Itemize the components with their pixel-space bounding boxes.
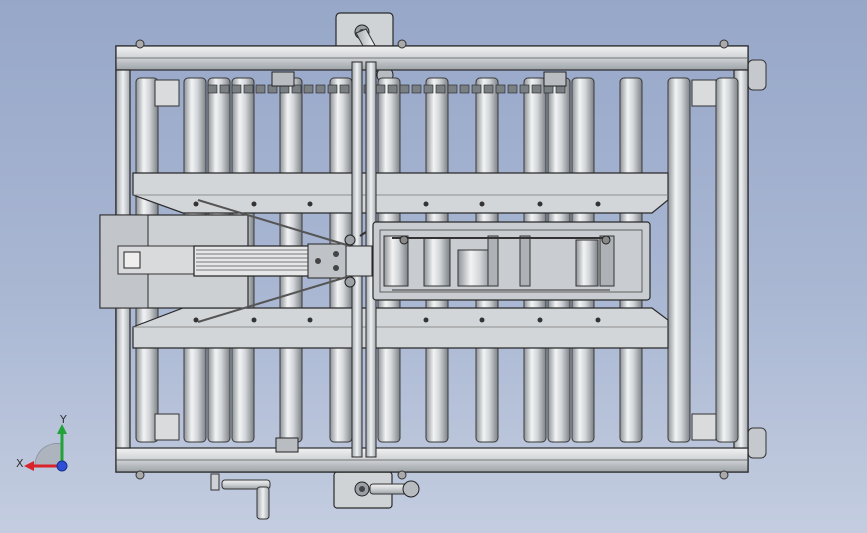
chain-link <box>375 84 386 94</box>
rail-bolt <box>595 317 601 323</box>
rail-bolt <box>537 201 543 207</box>
chain-link <box>447 84 458 94</box>
chain-link <box>387 84 398 94</box>
guide-rail-upper <box>132 172 669 214</box>
chain-link <box>327 84 338 94</box>
rail-bolt <box>251 201 257 207</box>
sprocket-block <box>275 437 299 453</box>
chain-link <box>495 84 506 94</box>
chain-link <box>207 84 218 94</box>
axis-x-label: X <box>16 457 24 470</box>
chain-link <box>231 84 242 94</box>
guide-rail-lower <box>132 307 669 349</box>
chain-link <box>471 84 482 94</box>
pneumatic-cylinder-plate <box>99 214 373 309</box>
chain-link <box>339 84 350 94</box>
hand-crank <box>210 473 271 520</box>
sprocket-block <box>271 71 295 87</box>
chain-link <box>219 84 230 94</box>
rail-bolt <box>307 317 313 323</box>
chain-link <box>435 84 446 94</box>
drive-chain <box>207 71 567 453</box>
rail-bolt <box>193 201 199 207</box>
axis-y-label: Y <box>60 413 67 426</box>
chain-link <box>255 84 266 94</box>
rail-bolt <box>307 201 313 207</box>
rail-bolt <box>595 201 601 207</box>
chain-link <box>243 84 254 94</box>
right-side-knobs <box>747 59 767 459</box>
chain-link <box>291 84 302 94</box>
roller <box>715 77 739 443</box>
mounting-plates <box>154 79 717 441</box>
sprocket-block <box>543 71 567 87</box>
axis-triad-icon <box>24 424 68 472</box>
roller <box>667 77 691 443</box>
chain-link <box>519 84 530 94</box>
rail-bolt <box>423 317 429 323</box>
rail-bolt <box>193 317 199 323</box>
chain-link <box>459 84 470 94</box>
chain-link <box>303 84 314 94</box>
chain-link <box>315 84 326 94</box>
chain-link <box>483 84 494 94</box>
rail-bolt <box>479 317 485 323</box>
linkage-rods <box>197 199 367 323</box>
bottom-adjust-bracket <box>333 471 420 509</box>
chain-link <box>411 84 422 94</box>
rail-bolt <box>251 317 257 323</box>
rail-bolt <box>537 317 543 323</box>
tape-head-assembly <box>372 221 651 301</box>
rail-bolt <box>479 201 485 207</box>
rail-bolt <box>423 201 429 207</box>
chain-link <box>531 84 542 94</box>
chain-link <box>399 84 410 94</box>
chain-link <box>507 84 518 94</box>
chain-link <box>423 84 434 94</box>
